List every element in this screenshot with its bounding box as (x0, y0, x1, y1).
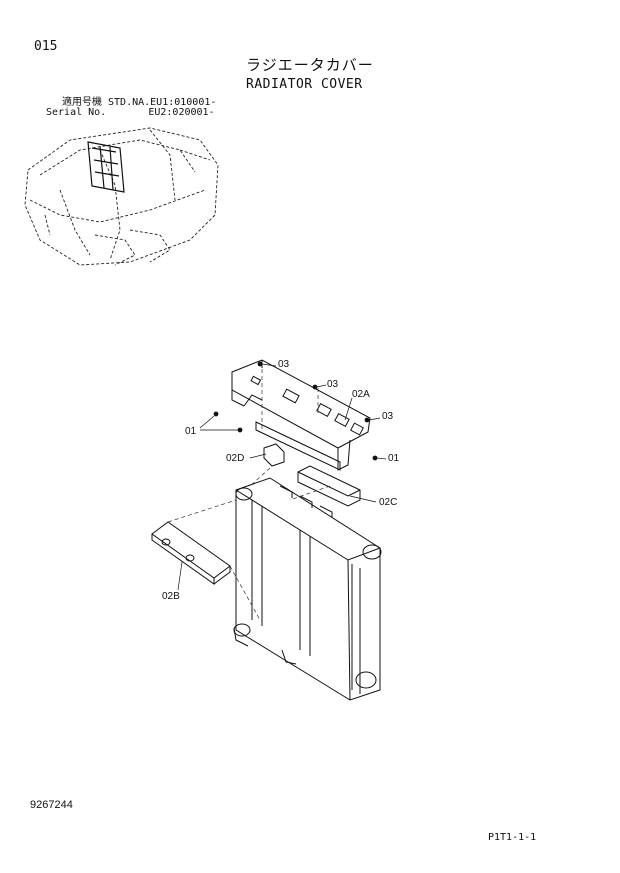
leader-lines (177, 363, 387, 591)
serial-applicability-line-1: 適用号機 STD.NA.EU1:010001- (62, 97, 217, 108)
sheet-identifier: P1T1-1-1 (488, 832, 537, 843)
radiator-highlight-sketch (87, 141, 125, 193)
assembly-lines (167, 362, 331, 621)
callout-03-right: 03 (382, 411, 394, 422)
seal-02c (297, 465, 361, 507)
page-number: 015 (34, 39, 58, 54)
callout-01-right: 01 (388, 453, 400, 464)
callout-02c: 02C (379, 497, 398, 508)
bolts-01-03 (213, 361, 378, 461)
radiator-body (233, 477, 382, 701)
side-plate-02b (151, 521, 231, 585)
title-japanese: ラジエータカバー (246, 56, 374, 74)
top-cover-02a (231, 359, 371, 471)
callout-03-top: 03 (278, 359, 290, 370)
callout-02b: 02B (162, 591, 180, 602)
callout-03-middle: 03 (327, 379, 339, 390)
document-code: 9267244 (30, 799, 73, 811)
title-english: RADIATOR COVER (246, 77, 363, 92)
callout-01-left: 01 (185, 426, 197, 437)
callout-02a: 02A (352, 389, 370, 400)
machine-overview-sketch (24, 127, 219, 266)
serial-applicability-line-2: Serial No. EU2:020001- (46, 107, 215, 118)
seal-02d (255, 421, 341, 471)
callout-02d: 02D (226, 453, 245, 464)
